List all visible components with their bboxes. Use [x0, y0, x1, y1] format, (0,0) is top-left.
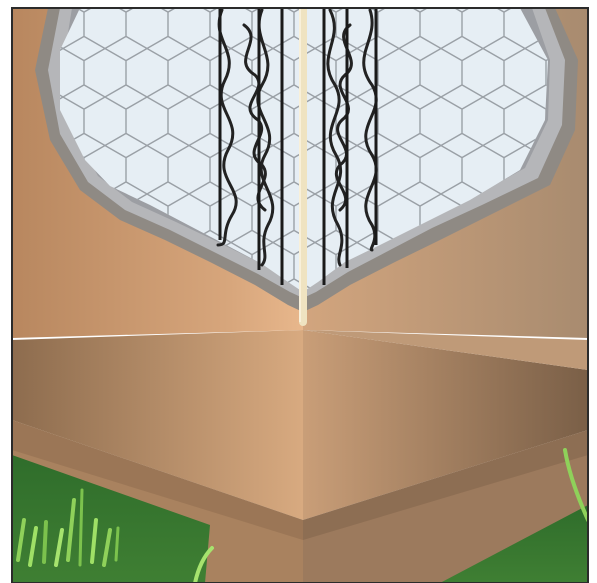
corner-post — [300, 8, 303, 322]
scene-content — [12, 0, 588, 583]
